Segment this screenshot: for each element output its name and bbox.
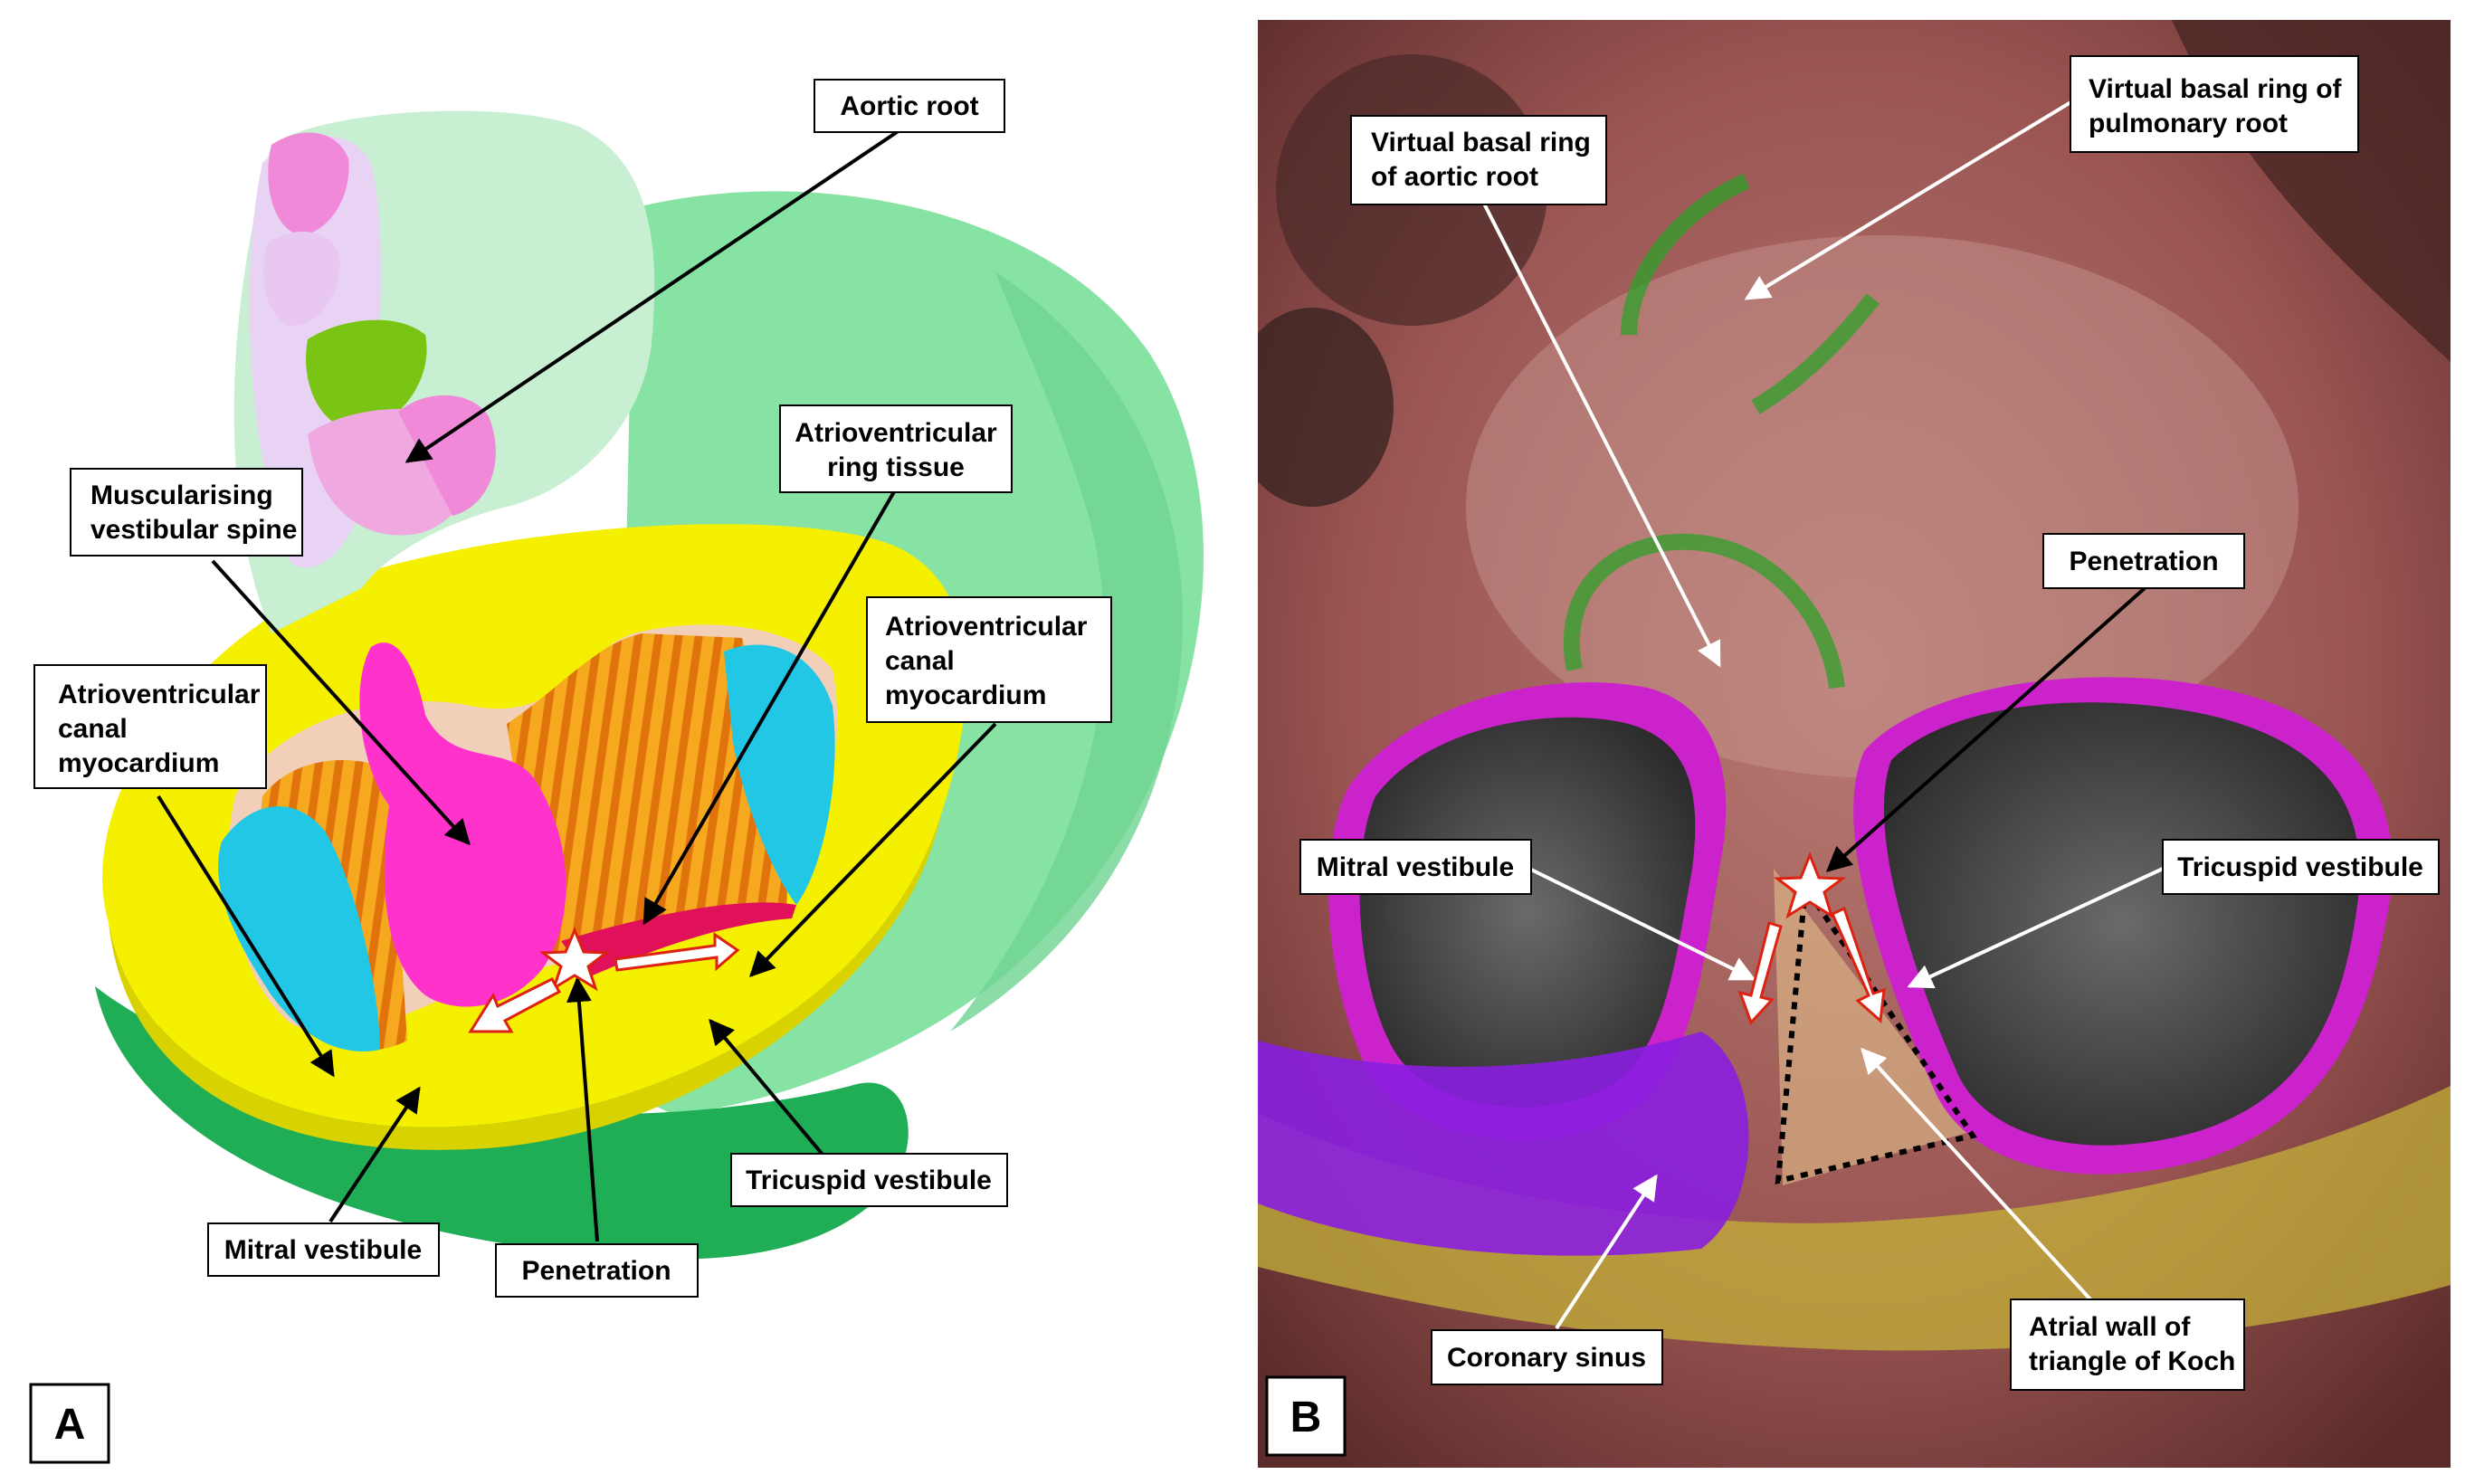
panel-a-penetration-marker — [468, 927, 740, 1033]
svg-text:pulmonary root: pulmonary root — [2089, 109, 2288, 138]
label-muscularising-spine-a: Muscularising vestibular spine — [70, 468, 303, 556]
av-ring-yellow-shade — [109, 814, 941, 1150]
label-tricuspid-vestibule-a: Tricuspid vestibule — [730, 1153, 1008, 1207]
arrow-penetration-b — [1825, 586, 2146, 872]
label-atrial-wall-koch-b: Atrial wall of triangle of Koch — [2010, 1298, 2245, 1391]
vestibular-arrow-right-a — [614, 932, 740, 972]
aortic-basal-ring — [1563, 533, 1845, 690]
panel-b-letter-box: B — [1265, 1375, 1347, 1457]
svg-text:vestibular spine: vestibular spine — [90, 515, 297, 545]
tricuspid-orifice — [1883, 702, 2360, 1146]
label-av-canal-myocardium-left-a: Atrioventricular canal myocardium — [33, 664, 267, 789]
penetration-star-a — [538, 927, 611, 992]
koch-triangle-outline — [1775, 885, 1977, 1184]
svg-text:Penetration: Penetration — [2069, 547, 2218, 576]
arrow-koch — [1861, 1047, 2092, 1301]
vestibular-arrow-right-b — [1831, 906, 1886, 1024]
label-mitral-vestibule-a: Mitral vestibule — [207, 1222, 440, 1277]
aortic-cusp-pink-1 — [268, 132, 349, 235]
svg-text:ring tissue: ring tissue — [827, 452, 965, 482]
panel-b-labels: Virtual basal ring of aortic root Virtua… — [1299, 55, 2440, 1391]
arrow-av-canal-right — [749, 722, 997, 978]
label-av-canal-myocardium-right-a: Atrioventricular canal myocardium — [866, 596, 1112, 723]
svg-text:Atrial wall of: Atrial wall of — [2029, 1312, 2191, 1342]
svg-text:Virtual basal ring: Virtual basal ring — [1371, 128, 1591, 157]
mitral-orifice — [1359, 717, 1696, 1108]
panel-b-arrows — [1482, 100, 2164, 1330]
svg-text:B: B — [1290, 1394, 1322, 1441]
panel-a-arrows — [157, 125, 997, 1242]
arrow-pulmonary-ring — [1744, 100, 2074, 300]
lower-yellow-band — [1258, 1086, 2451, 1351]
far-left-cavity — [1258, 308, 1394, 507]
svg-text:Tricuspid vestibule: Tricuspid vestibule — [746, 1165, 992, 1195]
panel-b-image — [1258, 20, 2451, 1468]
label-coronary-sinus-b: Coronary sinus — [1431, 1329, 1663, 1385]
ventricular-shadow — [950, 271, 1183, 1032]
central-tissue — [1466, 235, 2298, 778]
aortic-cusp-lilac — [263, 232, 340, 326]
pulmonary-basal-ring-2 — [1751, 293, 1880, 414]
arrow-av-canal-left — [157, 794, 335, 1078]
svg-text:Coronary sinus: Coronary sinus — [1447, 1343, 1646, 1373]
arrow-aortic-root — [404, 125, 907, 463]
label-penetration-b: Penetration — [2042, 533, 2245, 589]
mitral-leaflet-cyan — [218, 806, 380, 1051]
svg-text:canal: canal — [885, 646, 955, 676]
arrow-mitral-b — [1528, 867, 1756, 981]
panel-b-penetration-marker — [1737, 851, 1886, 1025]
label-av-ring-tissue-a: Atrioventricular ring tissue — [779, 404, 1013, 493]
svg-text:Penetration: Penetration — [521, 1256, 671, 1286]
svg-text:myocardium: myocardium — [58, 748, 219, 778]
aortic-cusp-pink-3 — [398, 395, 496, 516]
arrow-spine — [211, 559, 471, 846]
arrow-mitral — [328, 1086, 421, 1223]
svg-text:triangle of Koch: triangle of Koch — [2029, 1346, 2235, 1376]
svg-text:myocardium: myocardium — [885, 680, 1046, 710]
pulmonary-basal-ring-1 — [1621, 173, 1750, 336]
aortic-cusp-green — [306, 319, 427, 431]
svg-text:Mitral vestibule: Mitral vestibule — [224, 1235, 422, 1265]
label-virtual-ring-aortic-b: Virtual basal ring of aortic root — [1350, 115, 1607, 205]
vestibular-arrow-left-a — [468, 977, 562, 1033]
arrow-penetration — [566, 976, 599, 1242]
panel-a-labels: Aortic root Atrioventricular ring tissue… — [33, 79, 1112, 1298]
tricuspid-leaflet-cyan — [724, 644, 835, 905]
koch-wall — [1774, 869, 1973, 1185]
vestibular-arrow-left-b — [1737, 921, 1783, 1025]
panel-a-letter-box: A — [29, 1383, 110, 1464]
svg-text:of aortic root: of aortic root — [1371, 162, 1538, 192]
svg-text:Mitral vestibule: Mitral vestibule — [1317, 852, 1514, 882]
arrow-av-ring-tissue — [642, 487, 898, 926]
arrow-tricuspid-b — [1907, 867, 2164, 989]
coronary-sinus — [1258, 1032, 1749, 1256]
penetration-star-b — [1773, 851, 1847, 919]
label-mitral-vestibule-b: Mitral vestibule — [1299, 839, 1532, 895]
svg-text:canal: canal — [58, 714, 128, 744]
striped-ring-tissue-main — [507, 633, 787, 959]
label-aortic-root-a: Aortic root — [814, 79, 1005, 133]
svg-text:Tricuspid vestibule: Tricuspid vestibule — [2177, 852, 2423, 882]
svg-text:Muscularising: Muscularising — [90, 480, 273, 510]
svg-text:Atrioventricular: Atrioventricular — [58, 680, 261, 709]
arrow-tricuspid — [709, 1018, 830, 1163]
svg-text:A: A — [54, 1401, 86, 1449]
label-virtual-ring-pulmonary-b: Virtual basal ring of pulmonary root — [2070, 55, 2359, 153]
svg-text:Virtual basal ring of: Virtual basal ring of — [2089, 74, 2343, 104]
arrow-coronary-sinus — [1555, 1174, 1658, 1330]
svg-text:Atrioventricular: Atrioventricular — [885, 612, 1088, 642]
svg-text:Aortic root: Aortic root — [840, 91, 978, 121]
label-penetration-a: Penetration — [495, 1243, 699, 1298]
svg-text:Atrioventricular: Atrioventricular — [795, 418, 997, 448]
arrow-aortic-ring — [1482, 203, 1721, 668]
label-tricuspid-vestibule-b: Tricuspid vestibule — [2162, 839, 2440, 895]
